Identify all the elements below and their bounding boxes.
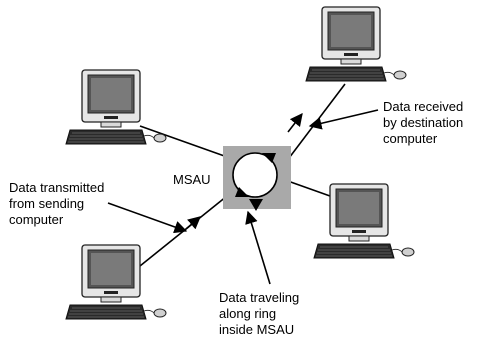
- transmitted-line-2: from sending: [9, 196, 85, 211]
- computer-top-right-icon: [305, 6, 407, 82]
- traveling-callout: Data traveling along ring inside MSAU: [219, 290, 299, 338]
- ring-arrow-bottom-icon: [249, 199, 263, 211]
- computer-top-left-icon: [65, 69, 167, 145]
- transmitted-callout: Data transmitted from sending computer: [9, 180, 104, 228]
- received-callout: Data received by destination computer: [383, 99, 463, 147]
- traveling-line-2: along ring: [219, 306, 277, 321]
- transmitted-callout-arrow: [107, 202, 188, 234]
- transmit-direction-arrow: [185, 216, 201, 230]
- traveling-callout-arrow: [245, 210, 271, 285]
- ring-arrow-right-icon: [262, 153, 276, 163]
- ring-arrow-left-icon: [235, 187, 249, 197]
- traveling-line-3: inside MSAU: [219, 322, 295, 337]
- traveling-line-1: Data traveling: [219, 290, 300, 305]
- received-line-1: Data received: [383, 99, 464, 114]
- link-bottom-left: [134, 191, 233, 271]
- transmitted-line-3: computer: [9, 212, 64, 227]
- msau-ring: [232, 152, 278, 198]
- receive-direction-arrow: [287, 112, 303, 133]
- transmitted-line-1: Data transmitted: [9, 180, 105, 195]
- link-top-left: [139, 125, 231, 159]
- computer-bottom-left-icon: [65, 244, 167, 320]
- received-callout-arrow: [308, 109, 379, 130]
- msau-label: MSAU: [173, 172, 211, 187]
- received-line-3: computer: [383, 131, 438, 146]
- received-line-2: by destination: [383, 115, 464, 130]
- link-bottom-right: [284, 179, 331, 197]
